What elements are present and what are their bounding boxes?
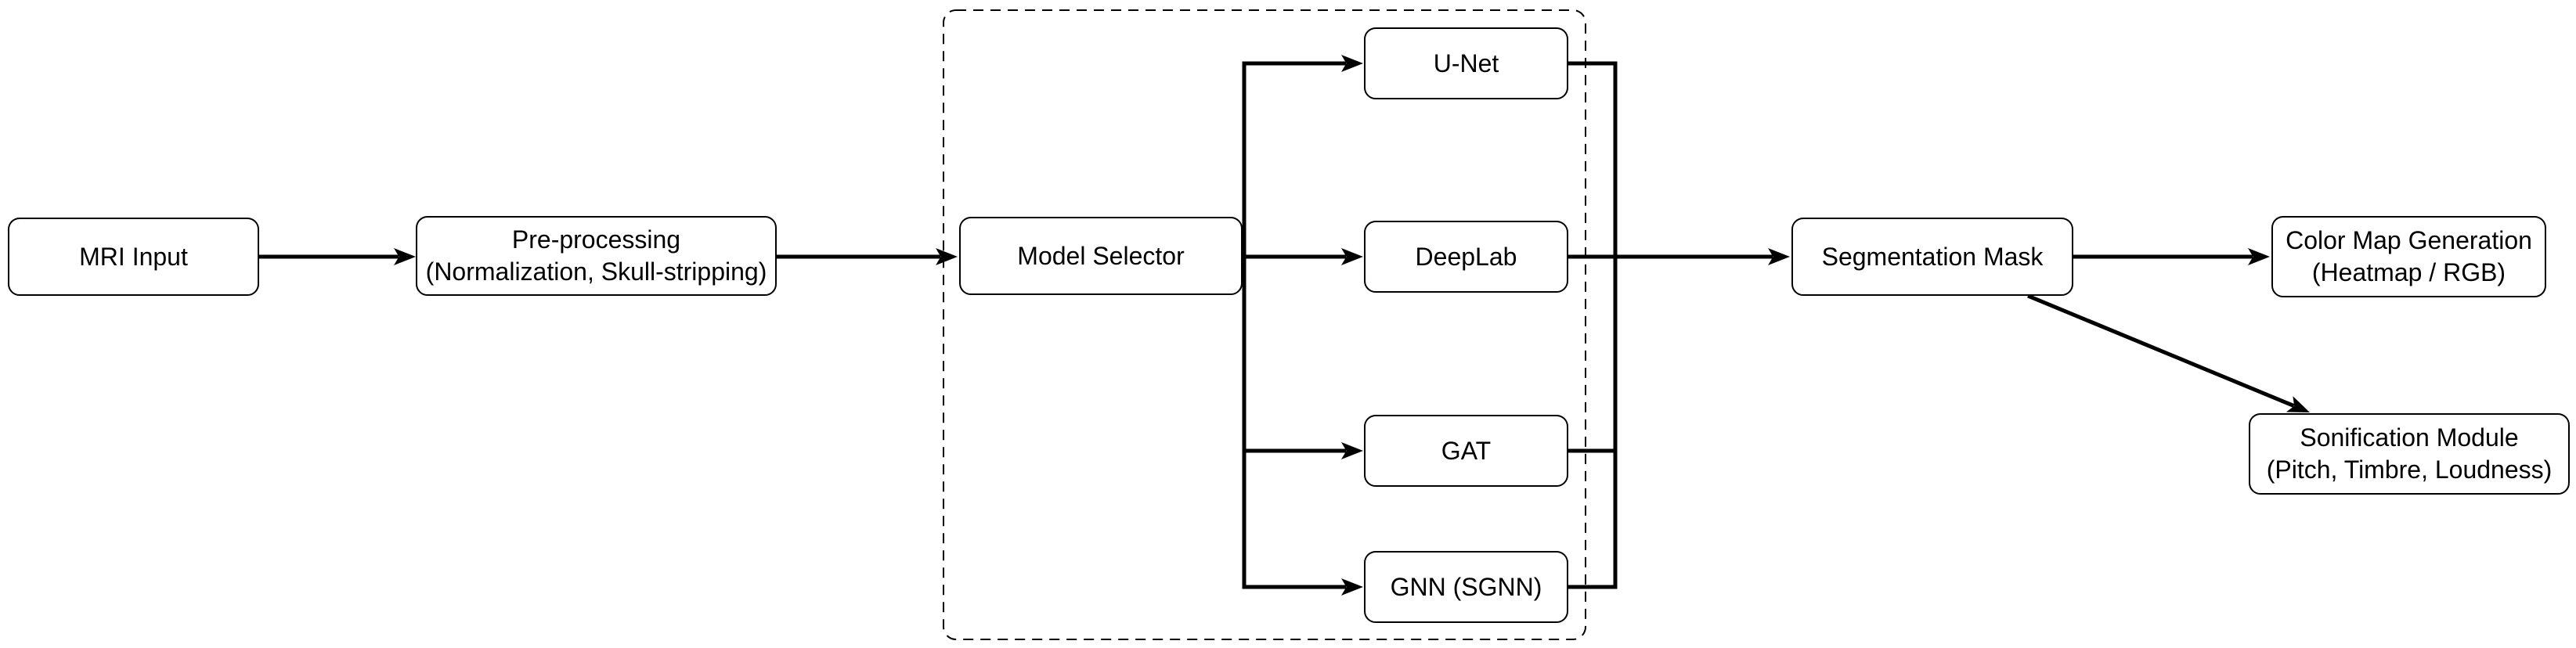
node-preprocessing-label-line1: Pre-processing [511,225,681,254]
node-sonification: Sonification Module (Pitch, Timbre, Loud… [2249,413,2570,495]
node-model-selector-label: Model Selector [1017,241,1185,270]
node-color-map-label-line2: (Heatmap / RGB) [2311,258,2506,286]
node-model-selector: Model Selector [959,217,1243,295]
node-gnn-label: GNN (SGNN) [1390,572,1542,601]
node-sonification-label-line2: (Pitch, Timbre, Loudness) [2266,455,2553,484]
node-color-map: Color Map Generation (Heatmap / RGB) [2271,216,2546,297]
node-unet: U-Net [1364,27,1568,99]
node-segmentation-mask-label: Segmentation Mask [1821,242,2044,271]
edge-segmentation-to-sonification [2027,293,2311,413]
node-unet-label: U-Net [1433,49,1499,77]
node-gat-label: GAT [1441,436,1492,465]
node-deeplab-label: DeepLab [1415,242,1517,271]
node-preprocessing-label-line2: (Normalization, Skull-stripping) [425,257,767,286]
node-gat: GAT [1364,415,1568,487]
node-deeplab: DeepLab [1364,221,1568,293]
node-color-map-label-line1: Color Map Generation [2286,226,2532,254]
node-mri-input-label: MRI Input [79,242,188,271]
model-group-dashed-border [943,9,1586,640]
node-segmentation-mask: Segmentation Mask [1791,218,2073,296]
node-sonification-label-line1: Sonification Module [2300,423,2519,452]
node-mri-input: MRI Input [8,218,259,296]
node-preprocessing: Pre-processing (Normalization, Skull-str… [416,216,777,296]
node-gnn: GNN (SGNN) [1364,551,1568,623]
